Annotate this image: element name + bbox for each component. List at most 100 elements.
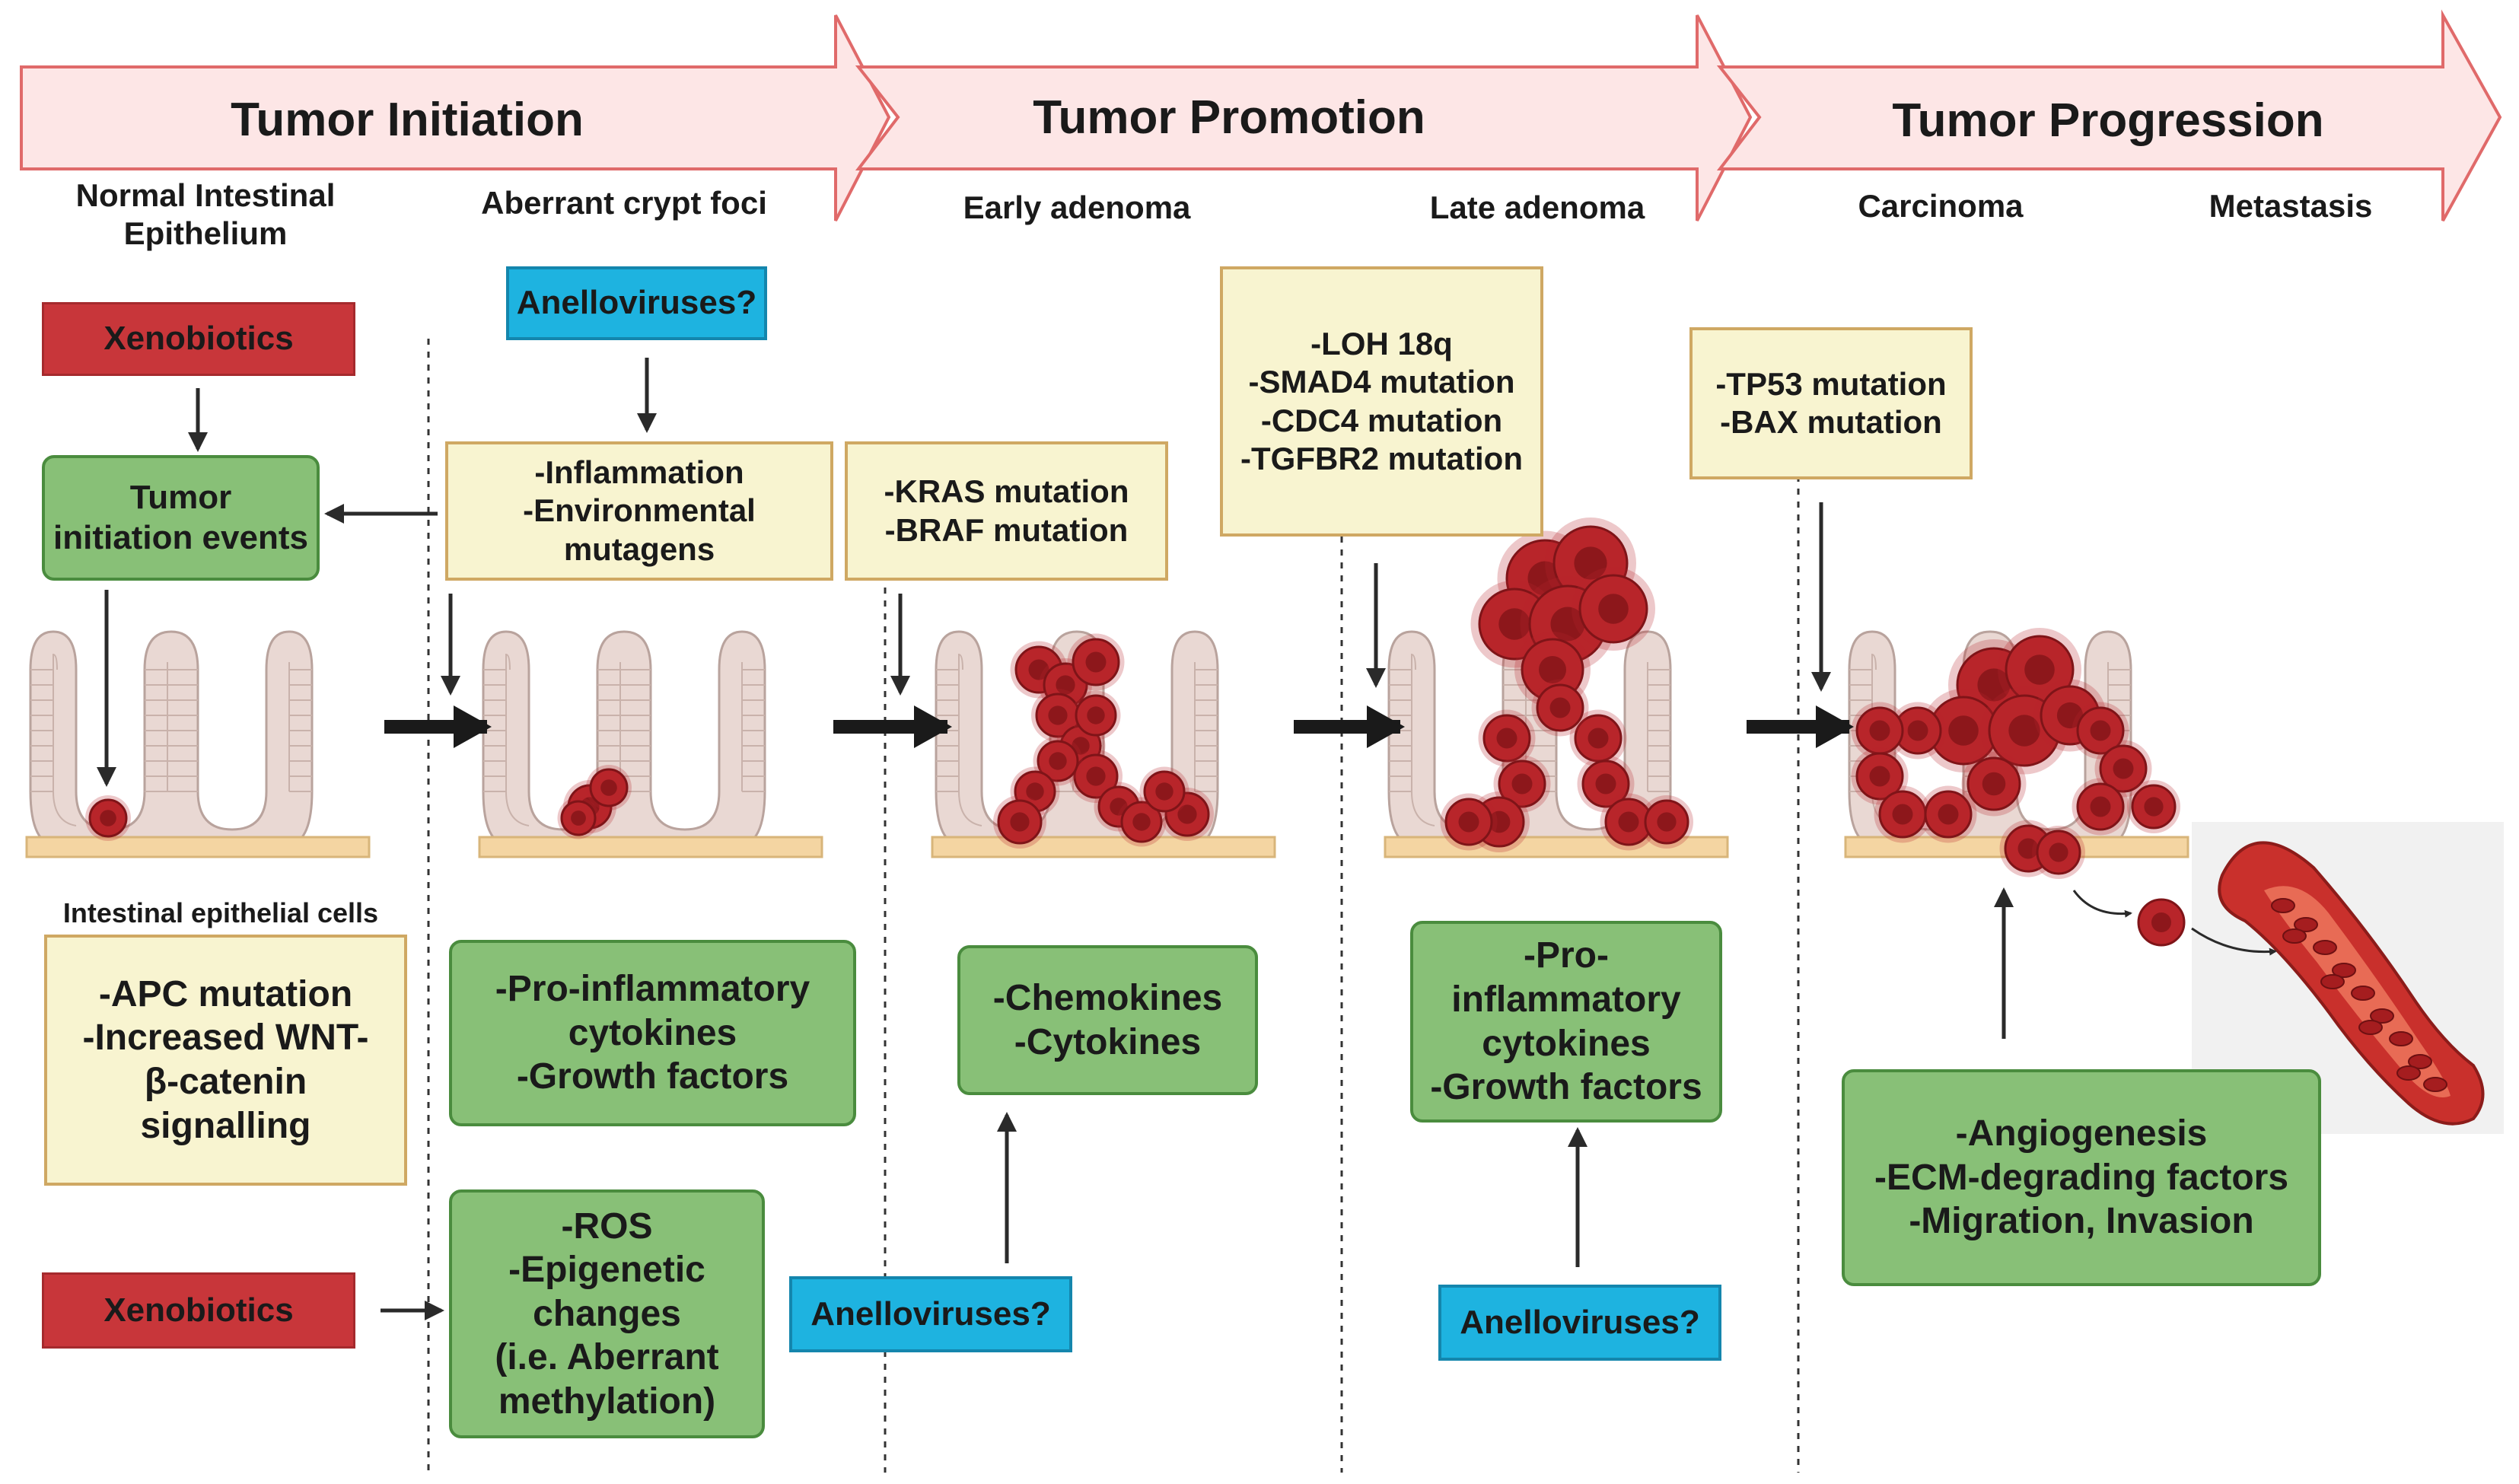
crypt-epithelium xyxy=(482,630,766,848)
tumor-clusters xyxy=(85,517,2180,879)
tumor-nucleus xyxy=(1048,705,1068,725)
tumor-nucleus xyxy=(1938,804,1959,825)
xenobiotics-box-bottom: Xenobiotics xyxy=(42,1272,355,1349)
tumor-nucleus xyxy=(2017,838,2039,859)
tumor-nucleus xyxy=(1574,546,1607,580)
tumor-nucleus xyxy=(1869,720,1890,741)
stage-label-early-adenoma: Early adenoma xyxy=(963,189,1191,225)
tumor-nucleus xyxy=(1539,656,1566,683)
apc-mutation-box: -APC mutation -Increased WNT- β-catenin … xyxy=(44,935,407,1186)
stage-label-late-adenoma: Late adenoma xyxy=(1429,189,1645,225)
tp53-bax-box: -TP53 mutation -BAX mutation xyxy=(1689,327,1973,479)
tumor-nucleus xyxy=(1618,811,1639,833)
inflammation-box: -Inflammation -Environmental mutagens xyxy=(445,441,833,581)
red-blood-cell xyxy=(2423,1077,2447,1092)
tumor-nucleus xyxy=(2113,758,2134,779)
tumor-nucleus xyxy=(600,779,617,796)
tumor-nucleus xyxy=(2090,796,2111,817)
tumor-nucleus xyxy=(2056,702,2084,729)
tumor-nucleus xyxy=(1550,607,1585,642)
tumor-nucleus xyxy=(1488,810,1511,833)
tumor-nucleus xyxy=(1498,608,1530,640)
chemokines-cytokines-box: -Chemokines -Cytokines xyxy=(957,945,1258,1095)
tumor-nucleus xyxy=(1132,813,1151,831)
proinflammatory-box-late: -Pro- inflammatory cytokines -Growth fac… xyxy=(1410,921,1722,1123)
kras-braf-box: -KRAS mutation -BRAF mutation xyxy=(845,441,1168,581)
tumor-nucleus xyxy=(1527,561,1562,596)
tumor-cluster-3 xyxy=(993,633,1214,849)
ros-epigenetic-box: -ROS -Epigenetic changes (i.e. Aberrant … xyxy=(449,1189,765,1438)
tumor-nucleus xyxy=(1588,728,1609,749)
blood-vessel-illustration xyxy=(2192,822,2504,1134)
anellovirus-box-late: Anelloviruses? xyxy=(1438,1285,1721,1361)
tumor-nucleus xyxy=(2049,842,2068,862)
banner-arrow-progression xyxy=(1716,9,2502,221)
tumor-nucleus xyxy=(1869,766,1890,787)
stage-label-acf: Aberrant crypt foci xyxy=(481,185,767,221)
basement-membrane xyxy=(25,836,371,858)
tumor-nucleus xyxy=(1657,812,1677,832)
tumor-nucleus xyxy=(1598,594,1629,624)
tumor-nucleus xyxy=(1087,706,1105,724)
tumor-nucleus xyxy=(1086,766,1106,786)
red-blood-cell xyxy=(2396,1065,2421,1081)
tumor-cluster-1 xyxy=(85,795,131,841)
tumor-nucleus xyxy=(2144,797,2164,817)
tumor-cluster-4 xyxy=(1440,517,1693,852)
tumor-nucleus xyxy=(1010,812,1030,832)
tumor-nucleus xyxy=(1907,720,1928,741)
red-blood-cell xyxy=(2370,1008,2394,1024)
tumor-nucleus xyxy=(1982,772,2006,796)
tumor-nucleus xyxy=(1458,811,1479,833)
tumor-nucleus xyxy=(2151,912,2171,932)
tumor-nucleus xyxy=(1028,659,1049,680)
tumor-nucleus xyxy=(2024,654,2055,685)
anellovirus-box-early: Anelloviruses? xyxy=(789,1276,1072,1352)
tumor-nucleus xyxy=(1177,804,1197,824)
tumor-nucleus xyxy=(1595,773,1616,795)
tumor-nucleus xyxy=(1026,782,1044,801)
red-blood-cell xyxy=(2358,1020,2383,1035)
phase-title-initiation: Tumor Initiation xyxy=(231,94,584,146)
red-blood-cells xyxy=(2271,898,2447,1092)
tumor-nucleus xyxy=(2090,720,2111,741)
tumor-nucleus xyxy=(1056,675,1075,695)
tumor-nucleus xyxy=(571,810,586,826)
anellovirus-box-acf: Anelloviruses? xyxy=(506,266,767,340)
red-blood-cell xyxy=(2313,940,2337,955)
stage-label-metastasis: Metastasis xyxy=(2209,188,2373,224)
phase-title-progression: Tumor Progression xyxy=(1892,94,2324,147)
stage-separators xyxy=(427,339,1800,1473)
intravasation-arrow xyxy=(2191,927,2277,956)
tumor-nucleus xyxy=(2008,715,2040,747)
migrating-tumor-cell xyxy=(2137,898,2186,947)
migration-arrow-curve xyxy=(2072,890,2132,918)
tumor-initiation-events-box: Tumor initiation events xyxy=(42,455,320,581)
red-blood-cell xyxy=(2351,986,2375,1001)
crypt-panel-2 xyxy=(478,630,823,858)
basement-membrane xyxy=(478,836,823,858)
intestinal-epithelial-cells-label: Intestinal epithelial cells xyxy=(62,897,379,928)
tumor-nucleus xyxy=(1892,804,1913,825)
tumor-nucleus xyxy=(1549,697,1571,718)
stage-label-normal: Normal Intestinal Epithelium xyxy=(75,177,336,252)
connector-arrows xyxy=(97,358,2014,1320)
phase-title-promotion: Tumor Promotion xyxy=(1033,91,1425,144)
tumor-nucleus xyxy=(100,810,116,826)
tumor-cluster-5 xyxy=(1851,628,2180,879)
tumor-nucleus xyxy=(1085,651,1107,673)
tumor-nucleus xyxy=(1977,668,2011,702)
loh-smad4-box: -LOH 18q -SMAD4 mutation -CDC4 mutation … xyxy=(1220,266,1543,537)
tumor-nucleus xyxy=(1948,715,1979,746)
crypt-panel-1 xyxy=(25,630,371,858)
xenobiotics-box-top: Xenobiotics xyxy=(42,302,355,376)
red-blood-cell xyxy=(2294,917,2318,932)
red-blood-cell xyxy=(2408,1054,2432,1069)
red-blood-cell xyxy=(2389,1031,2413,1046)
crypt-epithelium xyxy=(29,630,314,848)
proinflammatory-box-acf: -Pro-inflammatory cytokines -Growth fact… xyxy=(449,940,856,1126)
red-blood-cell xyxy=(2320,974,2345,989)
metastasis-path xyxy=(2072,890,2277,956)
